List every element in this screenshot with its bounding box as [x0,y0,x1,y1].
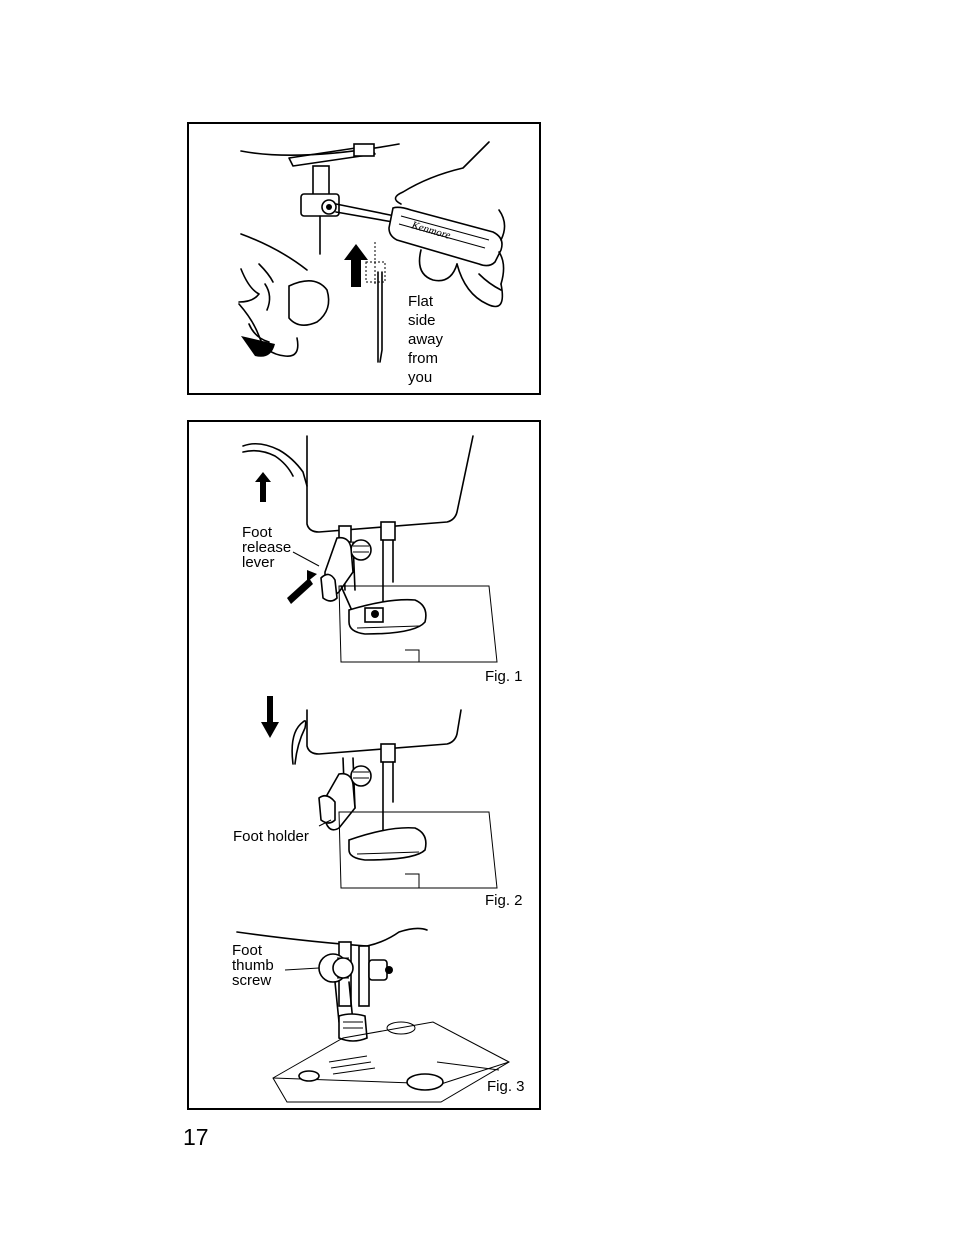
fig1-caption: Fig. 1 [485,669,523,684]
foot-release-lever-label: Foot release lever [242,525,291,570]
fig3-caption: Fig. 3 [487,1079,525,1094]
presser-foot-figures: Foot release lever Fig. 1 Foot holder Fi… [187,420,541,1110]
foot-thumb-screw-label: Foot thumb screw [232,943,274,988]
page-number: 17 [183,1124,209,1151]
fig2-caption: Fig. 2 [485,893,523,908]
foot-holder-label: Foot holder [233,829,309,844]
needle-insertion-illustration: Kenmore [189,124,539,393]
flat-side-caption: Flat side away from you [408,292,443,387]
needle-insertion-figure: Kenmore Flat side away from you [187,122,541,395]
